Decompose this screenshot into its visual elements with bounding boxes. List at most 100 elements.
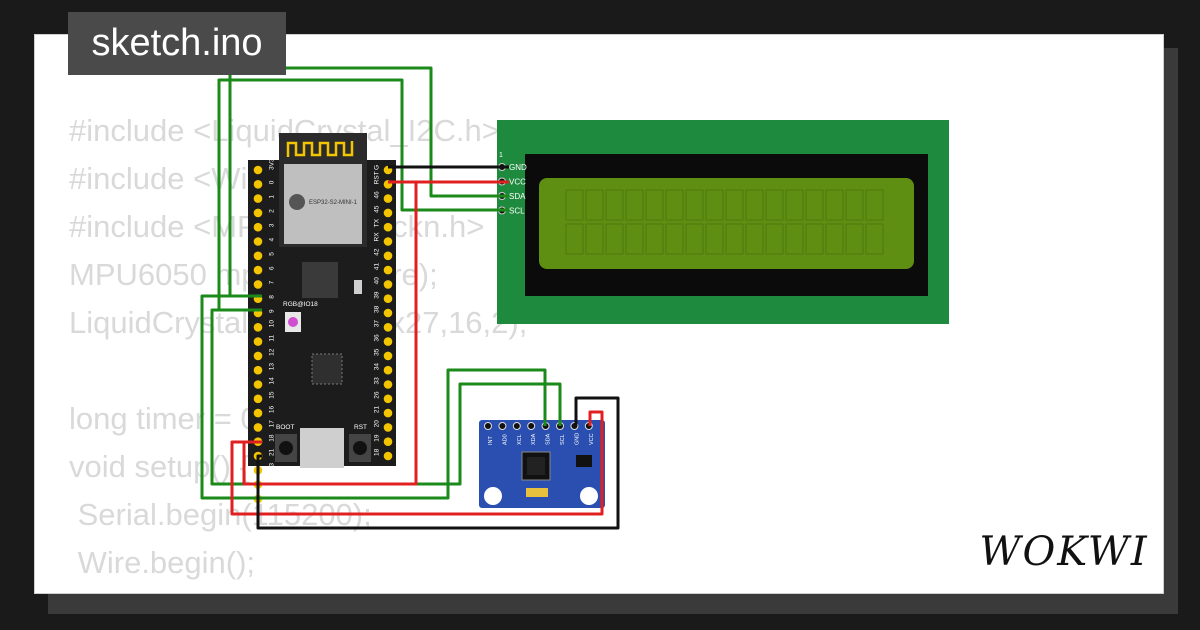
board-pin-label: 36 (374, 334, 381, 342)
board-pin-label: 13 (269, 363, 276, 371)
lcd-cell (625, 189, 644, 221)
lcd-cell (725, 189, 744, 221)
mpu-pin-label: SDA (546, 433, 552, 445)
board-pin (383, 423, 393, 432)
board-pin-label: G (374, 165, 381, 170)
board-pin-label: 33 (269, 463, 276, 471)
espressif-logo-icon (289, 194, 305, 210)
lcd-cell (605, 189, 624, 221)
lcd-cell (845, 189, 864, 221)
lcd-cell (865, 189, 884, 221)
board-pin (253, 351, 263, 361)
board-pin (253, 365, 263, 375)
board-pin-label: 9 (269, 309, 276, 313)
board-pin (253, 208, 263, 218)
board-pin (253, 194, 263, 203)
board-pin-label: 21 (374, 405, 381, 413)
mpu-pin (498, 422, 507, 430)
board-pin (253, 280, 263, 289)
board-pin (253, 265, 263, 275)
board-pin-label: TX (374, 218, 381, 227)
lcd-pin-label: VCC (509, 178, 526, 187)
lcd-cell (845, 223, 864, 255)
wire-red-vcc-mpu (230, 410, 604, 516)
lcd-cell (685, 223, 704, 255)
wire-green-sda-mpu (200, 294, 547, 500)
lcd-cell (585, 189, 604, 221)
board-pin-label: 11 (269, 334, 276, 341)
board-pin-label: RST (374, 171, 381, 184)
lcd-cell (825, 189, 844, 221)
board-pin (383, 308, 393, 318)
mpu-pin-label: SCL (560, 434, 566, 445)
lcd-cell (765, 189, 784, 221)
board-pin-label: G (269, 494, 276, 499)
lcd-cell (745, 223, 764, 255)
mpu-pin (484, 422, 492, 430)
board-pin-label: 34 (374, 363, 381, 371)
board-pin-label: 42 (374, 248, 381, 256)
wokwi-logo: WOKWI (976, 522, 1152, 582)
board-pin (383, 194, 393, 203)
led-label: RGB@IO18 (283, 301, 318, 308)
mpu-pin (512, 422, 521, 430)
board-pin (383, 451, 393, 461)
board-pin-label: 41 (374, 262, 381, 270)
rst-label: RST (354, 424, 367, 431)
lcd-cell (725, 223, 744, 255)
board-pin (253, 222, 263, 232)
board-pin (383, 394, 393, 404)
boot-label: BOOT (276, 424, 294, 431)
board-pin-label: 20 (374, 420, 381, 428)
lcd-cell (645, 189, 664, 221)
lcd-cell (805, 189, 824, 221)
lcd-cell (805, 223, 824, 255)
board-pin-label: 6 (269, 266, 276, 270)
regulator-chip (302, 262, 338, 298)
wire-green-scl-mpu (210, 308, 562, 486)
board-pin (383, 437, 393, 447)
board-pin (383, 294, 393, 304)
antenna-trace (286, 141, 354, 157)
lcd-pin-label: SCL (509, 207, 525, 216)
wires (200, 66, 620, 530)
board-pin (383, 208, 393, 218)
board-pin-label: 18 (269, 434, 276, 442)
esp32-s2-board: ESP32-S2-MINI-1 RGB@IO18 BOOT RST 3V3 0 1 2… (248, 133, 396, 504)
board-pin-label: 16 (269, 405, 276, 413)
board-pin-label: 1 (269, 195, 276, 199)
board-pin (253, 237, 263, 246)
board-pin-label: 3V3 (269, 158, 276, 170)
lcd-cell (825, 223, 844, 255)
board-pin-label: 35 (374, 348, 381, 356)
lcd-cell (625, 223, 644, 255)
lcd-cell (865, 223, 884, 255)
board-pin-label: 21 (269, 448, 276, 456)
board-pin-label: 19 (374, 434, 381, 442)
mpu-pin-label: GND (574, 433, 580, 445)
module-label: ESP32-S2-MINI-1 (309, 200, 358, 206)
lcd-cell (645, 223, 664, 255)
mpu-pin-label: VCC (589, 433, 595, 445)
mpu-pin-label: XDA (531, 433, 537, 445)
lcd-pin1-label: 1 (499, 152, 503, 159)
mpu-pin-label: INT (488, 436, 494, 446)
board-pin (383, 251, 393, 261)
board-pin (253, 251, 263, 261)
board-pin (383, 380, 393, 389)
board-pin (253, 323, 263, 332)
lcd-cell (565, 223, 584, 255)
board-right-pin-header: GRST4645TXRX4241403938373635343326212019… (374, 165, 393, 461)
board-pin-label: 45 (374, 205, 381, 213)
lcd-cell (565, 189, 584, 221)
lcd-cell (765, 223, 784, 255)
board-pin-label: 0 (269, 180, 276, 184)
board-pin (253, 337, 263, 346)
lcd-character-cells (565, 189, 884, 255)
board-pin-label: 3 (269, 223, 276, 227)
board-pin-label: 46 (374, 191, 381, 199)
lcd-cell (705, 189, 724, 221)
board-pin-label: 4 (269, 238, 276, 242)
